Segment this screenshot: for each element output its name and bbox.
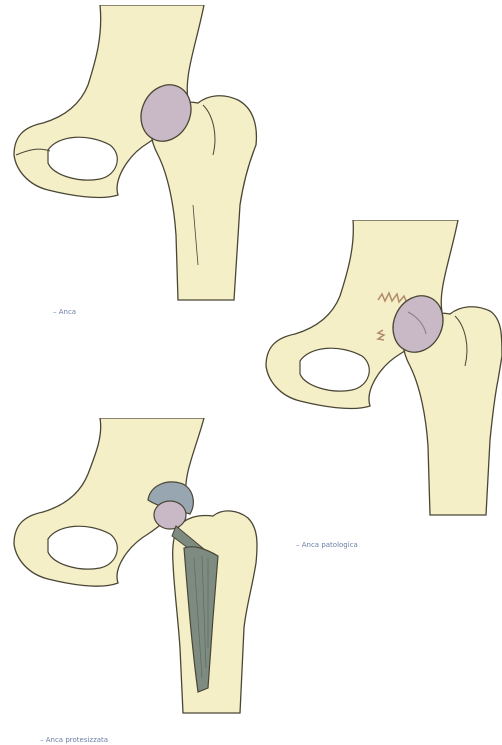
caption-prosthesis: – Anca protesizzata [40,736,108,744]
obturator-foramen [48,137,117,180]
prosthetic-head [154,501,186,529]
caption-pathological: – Anca patologica [296,541,358,549]
caption-normal: – Anca [53,308,76,316]
obturator-foramen [300,348,369,391]
pathological-hip-illustration: – Anca patologica [258,220,502,520]
obturator-foramen [48,526,117,569]
prosthetic-hip-illustration: – Anca protesizzata [8,418,263,718]
normal-hip-illustration: – Anca [8,5,263,305]
